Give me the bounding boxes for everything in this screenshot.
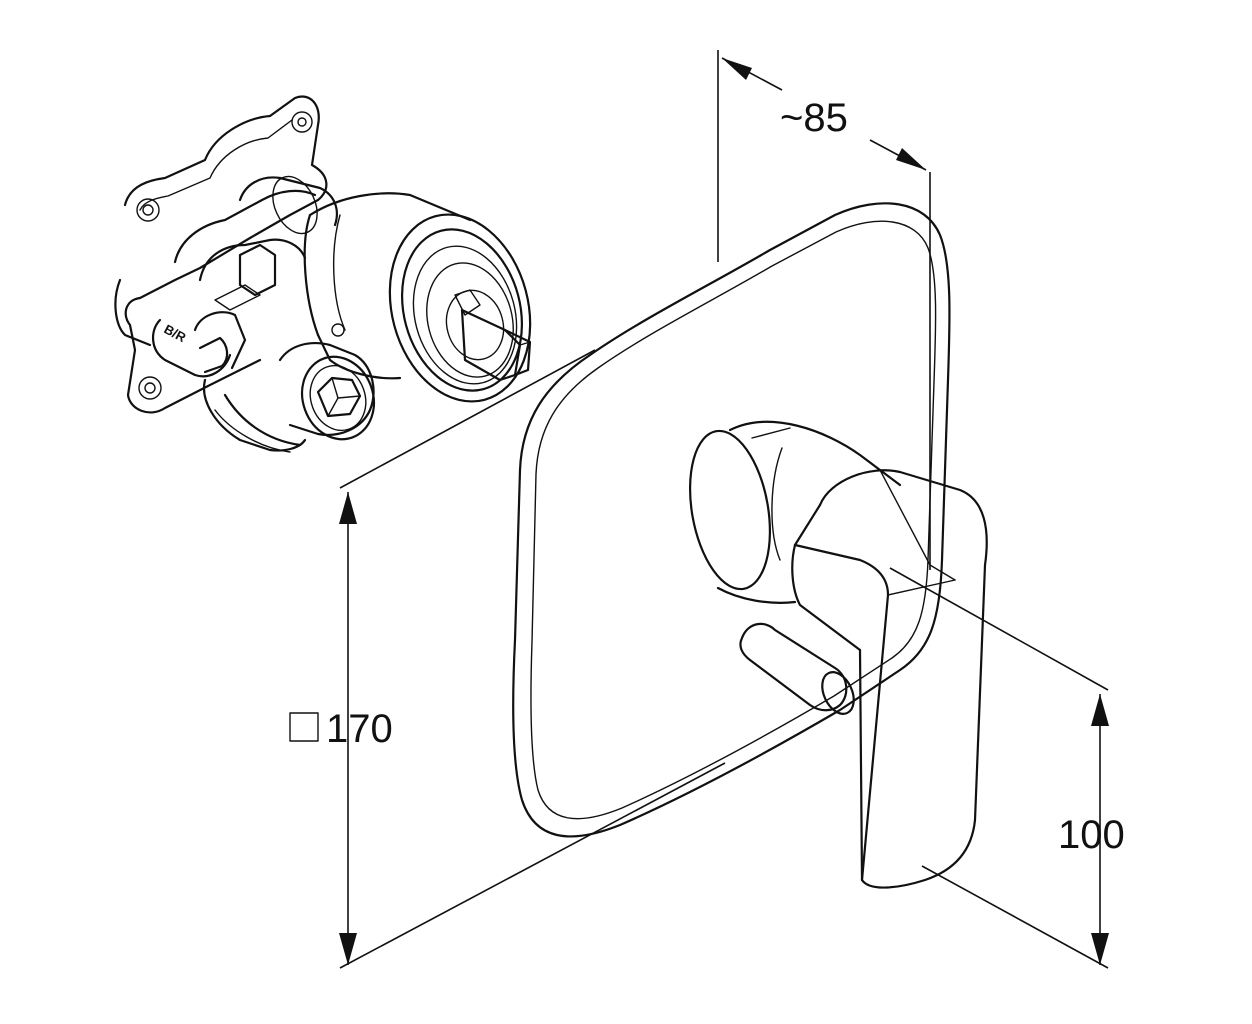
cartridge xyxy=(303,192,532,403)
valve-body: B/R xyxy=(114,95,532,453)
depth-dimension: ~85 xyxy=(717,50,931,570)
cover-plate-inner-edge xyxy=(530,220,937,820)
handle-hub xyxy=(688,429,772,591)
lever-handle xyxy=(688,420,988,889)
lever-height-label: 100 xyxy=(1058,813,1125,857)
lever-height-dimension: 100 xyxy=(889,567,1125,969)
diverter-knob xyxy=(739,622,848,712)
depth-label: ~85 xyxy=(780,96,848,140)
plate-size-label: 170 xyxy=(326,707,393,751)
cover-plate xyxy=(512,202,951,838)
square-icon xyxy=(289,712,319,742)
mounting-hole-lower-left xyxy=(138,376,162,400)
mounting-hole-upper-right xyxy=(291,111,313,133)
plate-size-dimension: 170 xyxy=(289,349,726,969)
mounting-bracket xyxy=(123,95,328,414)
mounting-hole-upper-left xyxy=(136,198,160,222)
body-marking: B/R xyxy=(162,321,189,345)
cover-plate-outline xyxy=(512,202,951,838)
